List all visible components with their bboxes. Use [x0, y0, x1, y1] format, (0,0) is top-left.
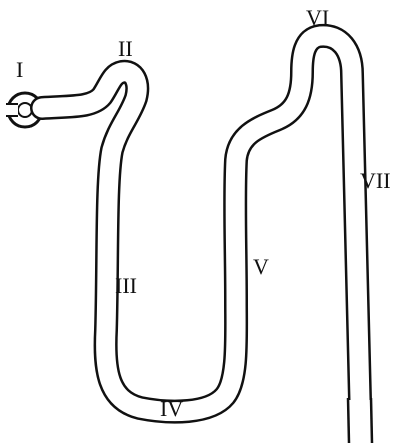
- label-ii: II: [118, 36, 133, 61]
- duct-wall-right: [371, 398, 372, 443]
- tubule-wall: [42, 36, 360, 412]
- label-i: I: [16, 57, 23, 82]
- label-v: V: [253, 254, 269, 279]
- capsule-inner-cavity: [18, 103, 32, 117]
- label-vi: VI: [306, 5, 329, 30]
- label-iv: IV: [160, 396, 183, 421]
- capsule-opening: [4, 105, 18, 115]
- tubule: [42, 36, 374, 443]
- duct-open-end-mask: [346, 400, 374, 443]
- label-iii: III: [115, 273, 137, 298]
- duct-wall-left: [348, 398, 349, 443]
- label-vii: VII: [360, 168, 391, 193]
